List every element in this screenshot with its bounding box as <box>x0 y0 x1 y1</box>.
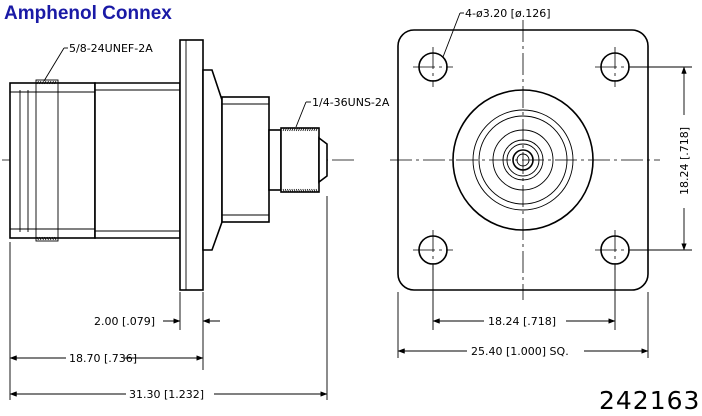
front-view: 4-ø3.20 [ø.126] 18.24 [.718] 18.24 [.718… <box>390 7 692 358</box>
center-contact <box>516 153 530 167</box>
tip-chamfer <box>318 136 328 184</box>
connector-body <box>94 82 181 239</box>
small-thread-section <box>280 127 320 193</box>
rear-taper <box>202 69 223 251</box>
mounting-hole <box>595 230 635 270</box>
part-number: 242163 <box>599 386 700 415</box>
outer-body-circle <box>452 89 594 231</box>
mounting-hole <box>595 47 635 87</box>
flange <box>179 39 204 291</box>
dim-body-label: 18.70 [.736] <box>69 352 137 365</box>
mounting-hole <box>413 47 453 87</box>
thread-small-label: 1/4-36UNS-2A <box>312 96 390 109</box>
thread-large-label: 5/8-24UNEF-2A <box>69 42 153 55</box>
dim-vertical-label: 18.24 [.718] <box>678 127 691 195</box>
side-view: 5/8-24UNEF-2A 1/4-36UNS-2A 2.00 [.079] 1… <box>2 39 390 401</box>
dim-flange-label: 2.00 [.079] <box>94 315 155 328</box>
brand-logo: Amphenol Connex <box>4 3 172 24</box>
large-thread-section <box>9 79 96 242</box>
coupling-circle <box>472 109 574 211</box>
dim-overall-label: 31.30 [1.232] <box>129 388 204 401</box>
dim-horizontal-label: 18.24 [.718] <box>488 315 556 328</box>
dim-square-label: 25.40 [1.000] SQ. <box>471 345 569 358</box>
rear-step <box>268 129 282 191</box>
rear-body <box>221 96 270 223</box>
center-contact-outer <box>512 149 534 171</box>
mounting-hole <box>413 230 453 270</box>
holes-label: 4-ø3.20 [ø.126] <box>465 7 551 20</box>
